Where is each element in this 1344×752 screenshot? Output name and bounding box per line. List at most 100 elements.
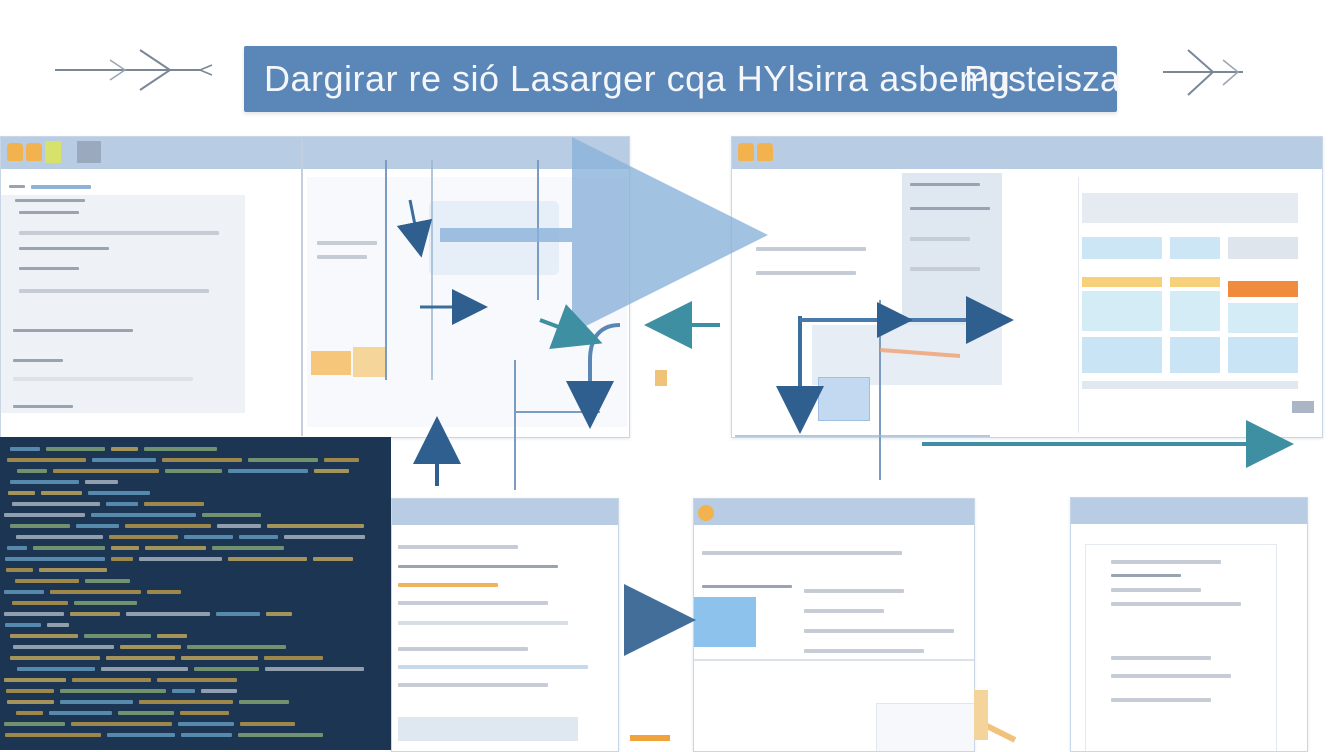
- code-token: [4, 722, 65, 726]
- toolbar-swatch: [45, 141, 61, 163]
- code-token: [5, 623, 41, 627]
- cell-orange: [1228, 281, 1298, 297]
- flow-arrow: [396, 199, 433, 258]
- code-token: [106, 502, 138, 506]
- code-token: [84, 634, 151, 638]
- text-line: [756, 271, 856, 275]
- code-token: [33, 546, 105, 550]
- code-token: [264, 656, 323, 660]
- code-token: [180, 711, 229, 715]
- image-thumb: [694, 597, 756, 647]
- chart-stroke: [879, 348, 961, 358]
- text-line: [1111, 698, 1211, 702]
- code-token: [162, 458, 242, 462]
- text-line: [804, 609, 884, 613]
- text-line: [19, 267, 79, 270]
- code-token: [228, 469, 308, 473]
- code-token: [313, 557, 353, 561]
- code-token: [16, 535, 103, 539]
- text-line: [317, 255, 367, 259]
- text-line: [398, 601, 548, 605]
- banner-side-label: Pusteisza: [964, 58, 1121, 99]
- code-token: [5, 733, 101, 737]
- text-line: [1111, 574, 1181, 577]
- text-line: [19, 211, 79, 214]
- plane-icon-left: [55, 49, 213, 91]
- text-line: [702, 551, 902, 555]
- code-token: [109, 535, 178, 539]
- marker-block: [974, 690, 988, 740]
- code-token: [157, 678, 237, 682]
- text-line: [398, 583, 498, 587]
- user-avatar-icon: [698, 505, 714, 521]
- toolbar-swatch: [77, 141, 101, 163]
- code-token: [53, 469, 159, 473]
- code-token: [157, 634, 187, 638]
- code-token: [88, 491, 150, 495]
- scroll-button: [1292, 401, 1314, 413]
- cell-blue: [1228, 303, 1298, 333]
- cell-blue: [1082, 291, 1162, 331]
- window-titlebar: [392, 499, 618, 525]
- code-token: [139, 700, 233, 704]
- code-token: [181, 733, 232, 737]
- text-line: [398, 565, 558, 568]
- code-token: [212, 546, 284, 550]
- code-token: [85, 579, 130, 583]
- text-line: [398, 621, 568, 625]
- code-token: [147, 590, 181, 594]
- code-token: [144, 447, 217, 451]
- sheet-footer: [1082, 381, 1298, 389]
- code-token: [165, 469, 222, 473]
- text-line: [702, 585, 792, 588]
- code-token: [17, 667, 95, 671]
- text-line: [19, 289, 209, 293]
- code-token: [12, 601, 68, 605]
- code-token: [228, 557, 307, 561]
- code-token: [144, 502, 204, 506]
- code-token: [324, 458, 359, 462]
- cell-blue: [1228, 337, 1298, 373]
- code-token: [72, 678, 151, 682]
- code-token: [187, 645, 286, 649]
- code-token: [16, 711, 43, 715]
- divider: [694, 659, 974, 661]
- code-token: [10, 634, 78, 638]
- code-token: [181, 656, 258, 660]
- window-titlebar: [694, 499, 974, 525]
- text-line: [1111, 560, 1221, 564]
- text-line: [13, 377, 193, 381]
- input-box: [398, 717, 578, 741]
- text-line: [317, 241, 377, 245]
- code-token: [145, 546, 206, 550]
- text-line: [398, 647, 528, 651]
- code-token: [6, 568, 33, 572]
- text-line: [1111, 588, 1201, 592]
- code-token: [60, 700, 133, 704]
- code-token: [4, 590, 44, 594]
- code-token: [267, 524, 364, 528]
- code-token: [49, 711, 112, 715]
- code-token: [74, 601, 137, 605]
- code-token: [12, 502, 100, 506]
- document-page: [1085, 544, 1277, 751]
- code-token: [4, 678, 66, 682]
- code-token: [266, 612, 292, 616]
- code-token: [238, 733, 323, 737]
- text-line: [756, 247, 866, 251]
- code-token: [314, 469, 349, 473]
- window-panel-bottom: [693, 498, 975, 752]
- code-token: [7, 458, 86, 462]
- code-token: [107, 733, 175, 737]
- code-token: [8, 491, 35, 495]
- code-token: [126, 612, 210, 616]
- text-line: [1111, 674, 1231, 678]
- code-token: [92, 458, 156, 462]
- cell-blue: [1082, 337, 1162, 373]
- text-line: [804, 589, 904, 593]
- cell-yellow: [1082, 277, 1162, 287]
- code-token: [125, 524, 211, 528]
- code-token: [39, 568, 107, 572]
- code-token: [111, 557, 133, 561]
